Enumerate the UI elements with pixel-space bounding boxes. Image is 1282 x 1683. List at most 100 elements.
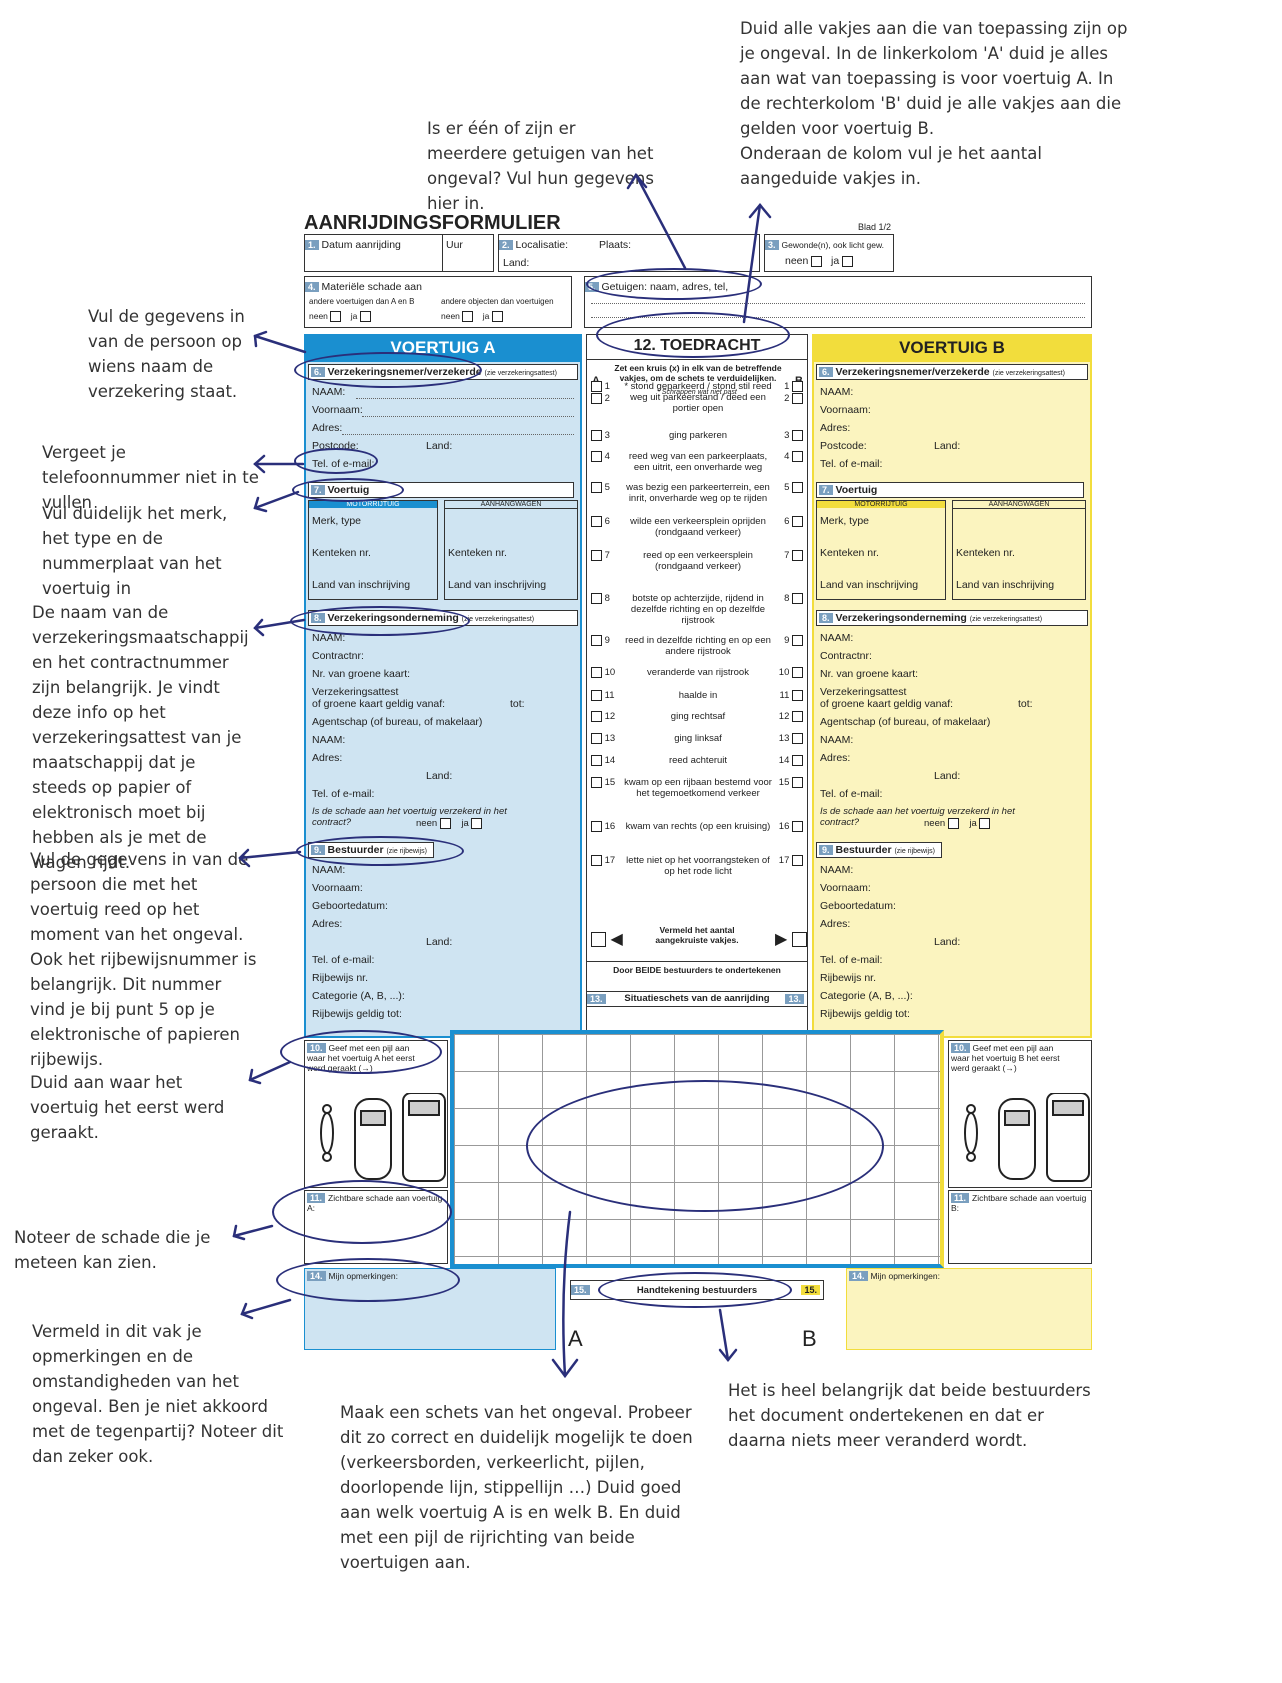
field-country[interactable]: Land: [934,440,961,452]
checkbox-b[interactable]: 14 [779,755,803,766]
checkbox-a[interactable]: 13 [591,733,615,744]
motor-vehicle-box[interactable]: MOTORRIJTUIG Merk, type Kenteken nr. Lan… [816,500,946,600]
field-address[interactable]: Adres: [312,918,343,930]
checkbox-b[interactable]: 5 [784,482,803,493]
count-box-b[interactable]: ▶ [775,929,807,949]
field-firstname[interactable]: Voornaam: [312,404,363,416]
field-firstname[interactable]: Voornaam: [820,404,871,416]
field-green-card[interactable]: Nr. van groene kaart: [312,668,411,680]
checkbox-a[interactable]: 9 [591,635,610,646]
field-green-card[interactable]: Nr. van groene kaart: [820,668,919,680]
date-box[interactable]: 1.Datum aanrijding Uur [304,234,494,272]
trailer-box[interactable]: AANHANGWAGEN Kenteken nr. Land van insch… [444,500,578,600]
motor-vehicle-box[interactable]: MOTORRIJTUIG Merk, type Kenteken nr. Lan… [308,500,438,600]
field-license-valid[interactable]: Rijbewijs geldig tot: [820,1008,910,1020]
field-phone-email[interactable]: Tel. of e-mail: [312,954,375,966]
field-firstname[interactable]: Voornaam: [820,882,871,894]
field-name[interactable]: NAAM: [312,864,346,876]
checkbox-a[interactable]: 12 [591,711,615,722]
field-valid-to[interactable]: tot: [1018,698,1033,710]
location-box[interactable]: 2.Localisatie: Plaats: Land: [498,234,760,272]
injured-box[interactable]: 3.Gewonde(n), ook licht gew. neen ja [764,234,894,272]
checkbox-a[interactable]: 8 [591,593,610,604]
field-firstname[interactable]: Voornaam: [312,882,363,894]
field-country[interactable]: Land: [426,936,453,948]
field-postcode[interactable]: Postcode: [820,440,867,452]
checkbox[interactable] [491,311,503,323]
field-country[interactable]: Land: [426,440,453,452]
field-phone-email[interactable]: Tel. of e-mail: [312,788,375,800]
field-country[interactable]: Land: [934,936,961,948]
material-damage-box[interactable]: 4.Materiële schade aan andere voertuigen… [304,276,572,328]
checkbox-a[interactable]: 6 [591,516,610,527]
field-name[interactable]: NAAM: [312,386,346,398]
checkbox-b[interactable]: 2 [784,393,803,404]
field-phone-email[interactable]: Tel. of e-mail: [820,458,883,470]
checkbox-a[interactable]: 7 [591,550,610,561]
field-agency-name[interactable]: NAAM: [820,734,854,746]
checkbox-b[interactable]: 1 [784,381,803,392]
field-address[interactable]: Adres: [312,422,343,434]
checkbox-b[interactable]: 17 [779,855,803,866]
field-valid-from[interactable]: of groene kaart geldig vanaf: [312,698,446,710]
checkbox[interactable] [439,818,451,829]
first-impact-b[interactable]: 10.Geef met een pijl aan waar het voertu… [948,1040,1092,1188]
checkbox[interactable] [359,311,371,323]
checkbox-a[interactable]: 16 [591,821,615,832]
checkbox-a[interactable]: 3 [591,430,610,441]
field-valid-from[interactable]: of groene kaart geldig vanaf: [820,698,954,710]
field-agency[interactable]: Agentschap (of bureau, of makelaar) [312,716,483,728]
field-agency-name[interactable]: NAAM: [312,734,346,746]
trailer-box[interactable]: AANHANGWAGEN Kenteken nr. Land van insch… [952,500,1086,600]
checkbox[interactable] [462,311,474,323]
field-agency-address[interactable]: Adres: [312,752,343,764]
field-name[interactable]: NAAM: [820,386,854,398]
field-phone-email[interactable]: Tel. of e-mail: [820,788,883,800]
checkbox[interactable] [811,255,823,267]
checkbox-b[interactable]: 9 [784,635,803,646]
field-address[interactable]: Adres: [820,422,851,434]
field-license[interactable]: Rijbewijs nr. [312,972,369,984]
checkbox-b[interactable]: 8 [784,593,803,604]
checkbox-a[interactable]: 11 [591,690,615,701]
checkbox-a[interactable]: 5 [591,482,610,493]
checkbox-a[interactable]: 2 [591,393,610,404]
count-box-a[interactable]: ◀ [591,929,623,949]
field-name[interactable]: NAAM: [312,632,346,644]
checkbox-b[interactable]: 11 [779,690,803,701]
field-license-valid[interactable]: Rijbewijs geldig tot: [312,1008,402,1020]
field-country[interactable]: Land: [934,770,961,782]
field-license[interactable]: Rijbewijs nr. [820,972,877,984]
checkbox-a[interactable]: 17 [591,855,615,866]
field-birthdate[interactable]: Geboortedatum: [820,900,896,912]
field-contract[interactable]: Contractnr: [312,650,364,662]
checkbox-b[interactable]: 15 [779,777,803,788]
checkbox-b[interactable]: 3 [784,430,803,441]
visible-damage-b[interactable]: 11.Zichtbare schade aan voertuig B: [948,1190,1092,1264]
field-name[interactable]: NAAM: [820,864,854,876]
checkbox-b[interactable]: 12 [779,711,803,722]
checkbox-a[interactable]: 14 [591,755,615,766]
field-agency-address[interactable]: Adres: [820,752,851,764]
field-contract[interactable]: Contractnr: [820,650,872,662]
checkbox[interactable] [842,255,854,267]
field-category[interactable]: Categorie (A, B, ...): [820,990,913,1002]
checkbox[interactable] [947,818,959,829]
remarks-b[interactable]: 14.Mijn opmerkingen: [846,1268,1092,1350]
checkbox[interactable] [330,311,342,323]
checkbox-a[interactable]: 4 [591,451,610,462]
checkbox-a[interactable]: 1 [591,381,610,392]
field-country[interactable]: Land: [426,770,453,782]
field-name[interactable]: NAAM: [820,632,854,644]
checkbox-b[interactable]: 16 [779,821,803,832]
checkbox-a[interactable]: 10 [591,667,615,678]
field-birthdate[interactable]: Geboortedatum: [312,900,388,912]
field-agency[interactable]: Agentschap (of bureau, of makelaar) [820,716,991,728]
field-category[interactable]: Categorie (A, B, ...): [312,990,405,1002]
checkbox-b[interactable]: 6 [784,516,803,527]
field-valid-to[interactable]: tot: [510,698,525,710]
checkbox[interactable] [979,818,991,829]
field-phone-email[interactable]: Tel. of e-mail: [820,954,883,966]
checkbox-a[interactable]: 15 [591,777,615,788]
checkbox[interactable] [471,818,483,829]
